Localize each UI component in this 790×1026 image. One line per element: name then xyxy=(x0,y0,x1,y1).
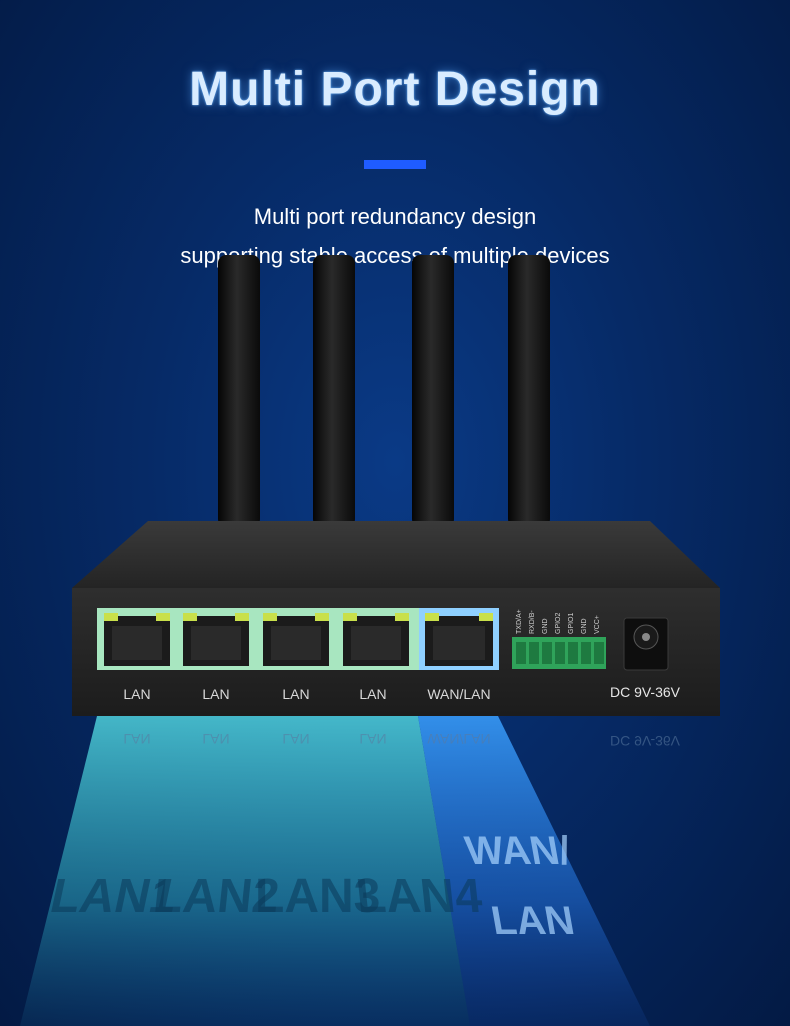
pin-label-6: GND xyxy=(581,618,588,634)
lan-port-2 xyxy=(183,613,249,666)
port-label-lan-1: LAN xyxy=(123,686,150,702)
antenna-3 xyxy=(412,255,454,527)
lan-port-3 xyxy=(263,613,329,666)
projected-lan2: LAN2 xyxy=(151,869,282,923)
wan-port xyxy=(419,608,499,670)
title-accent-bar xyxy=(364,160,426,169)
dc-power-jack xyxy=(623,617,669,671)
projected-lan1: LAN1 xyxy=(46,869,183,922)
projected-port-labels: LAN1 LAN2 LAN3 LAN4 WAN/ LAN xyxy=(46,828,578,943)
antenna-2 xyxy=(313,255,355,527)
subtitle-line-1: Multi port redundancy design xyxy=(253,204,537,229)
label-reflection: LAN LAN LAN LAN WAN/LAN DC 9V-36V xyxy=(123,731,680,749)
port-label-lan-2: LAN xyxy=(202,686,229,702)
pin-label-5: GPIO1 xyxy=(568,612,575,634)
router-top-face xyxy=(72,521,720,588)
lan-port-4 xyxy=(343,613,409,666)
terminal-block xyxy=(512,637,606,669)
port-label-lan-4-reflection: LAN xyxy=(359,731,386,747)
projected-lan4: LAN4 xyxy=(353,869,484,923)
pin-label-7: VCC+ xyxy=(594,615,601,634)
antenna-4 xyxy=(508,255,550,527)
port-label-lan-1-reflection: LAN xyxy=(123,731,150,747)
wan-light-beam xyxy=(418,716,650,1026)
port-label-lan-2-reflection: LAN xyxy=(202,731,229,747)
power-label: DC 9V-36V xyxy=(610,684,681,700)
terminal-pin-labels: TXD/A+ RXD/B- GND GPIO2 GPIO1 GND VCC+ xyxy=(516,609,601,634)
port-label-wan: WAN/LAN xyxy=(427,686,490,702)
lan-light-beam xyxy=(20,716,470,1026)
antennas xyxy=(218,255,550,527)
port-label-lan-3: LAN xyxy=(282,686,309,702)
lan-port-1 xyxy=(104,613,170,666)
pin-label-2: RXD/B- xyxy=(529,610,536,634)
projected-wan-line1: WAN/ xyxy=(462,828,574,873)
pin-label-4: GPIO2 xyxy=(555,612,562,634)
pin-label-3: GND xyxy=(542,618,549,634)
power-label-reflection: DC 9V-36V xyxy=(610,733,681,749)
pin-label-1: TXD/A+ xyxy=(516,609,523,634)
antenna-1 xyxy=(218,255,260,527)
port-label-wan-reflection: WAN/LAN xyxy=(427,731,490,747)
projected-lan3: LAN3 xyxy=(255,870,380,923)
lan-port-group xyxy=(97,608,419,670)
port-label-lan-4: LAN xyxy=(359,686,386,702)
projected-wan-line2: LAN xyxy=(488,898,578,943)
page-title: Multi Port Design xyxy=(189,63,601,116)
port-label-lan-3-reflection: LAN xyxy=(282,731,309,747)
